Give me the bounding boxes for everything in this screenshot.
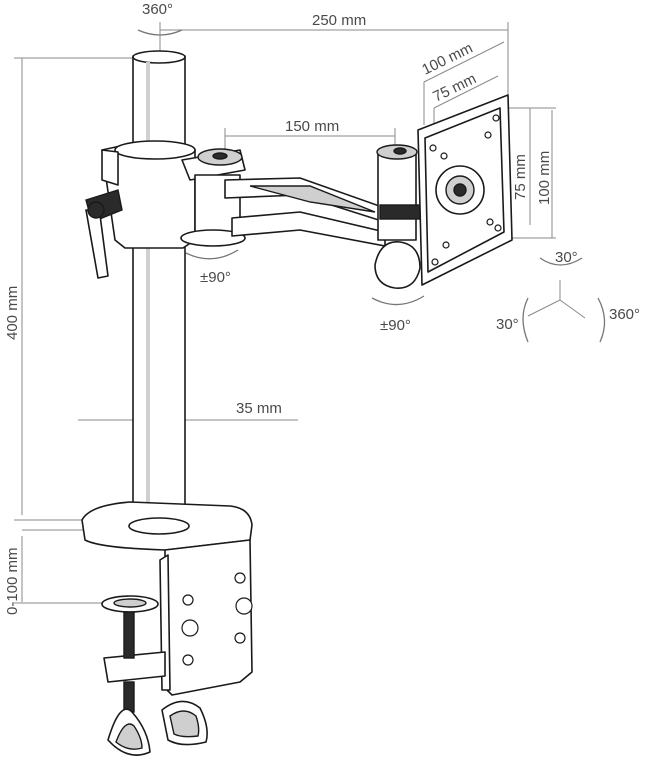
pole-collar [85, 140, 196, 279]
pole [132, 50, 186, 532]
label-swivel-left: ±90° [200, 269, 231, 286]
label-rotation-top: 360° [142, 1, 173, 18]
label-rotation-side: 360° [609, 306, 640, 323]
label-pole-diameter: 35 mm [236, 400, 282, 417]
label-swivel-right: ±90° [380, 317, 411, 334]
desk-clamp [81, 501, 253, 756]
label-pole-height: 400 mm [4, 286, 21, 340]
label-clamp-range: 0-100 mm [4, 547, 21, 615]
label-tilt-side: 30° [496, 316, 519, 333]
label-vesa-small-side: 75 mm [512, 154, 529, 200]
label-arm-reach: 250 mm [312, 12, 366, 29]
label-arm-length: 150 mm [285, 118, 339, 135]
label-vesa-large-side: 100 mm [536, 151, 553, 205]
label-tilt-top: 30° [555, 249, 578, 266]
arm [180, 144, 421, 289]
vesa-plate [417, 94, 513, 286]
